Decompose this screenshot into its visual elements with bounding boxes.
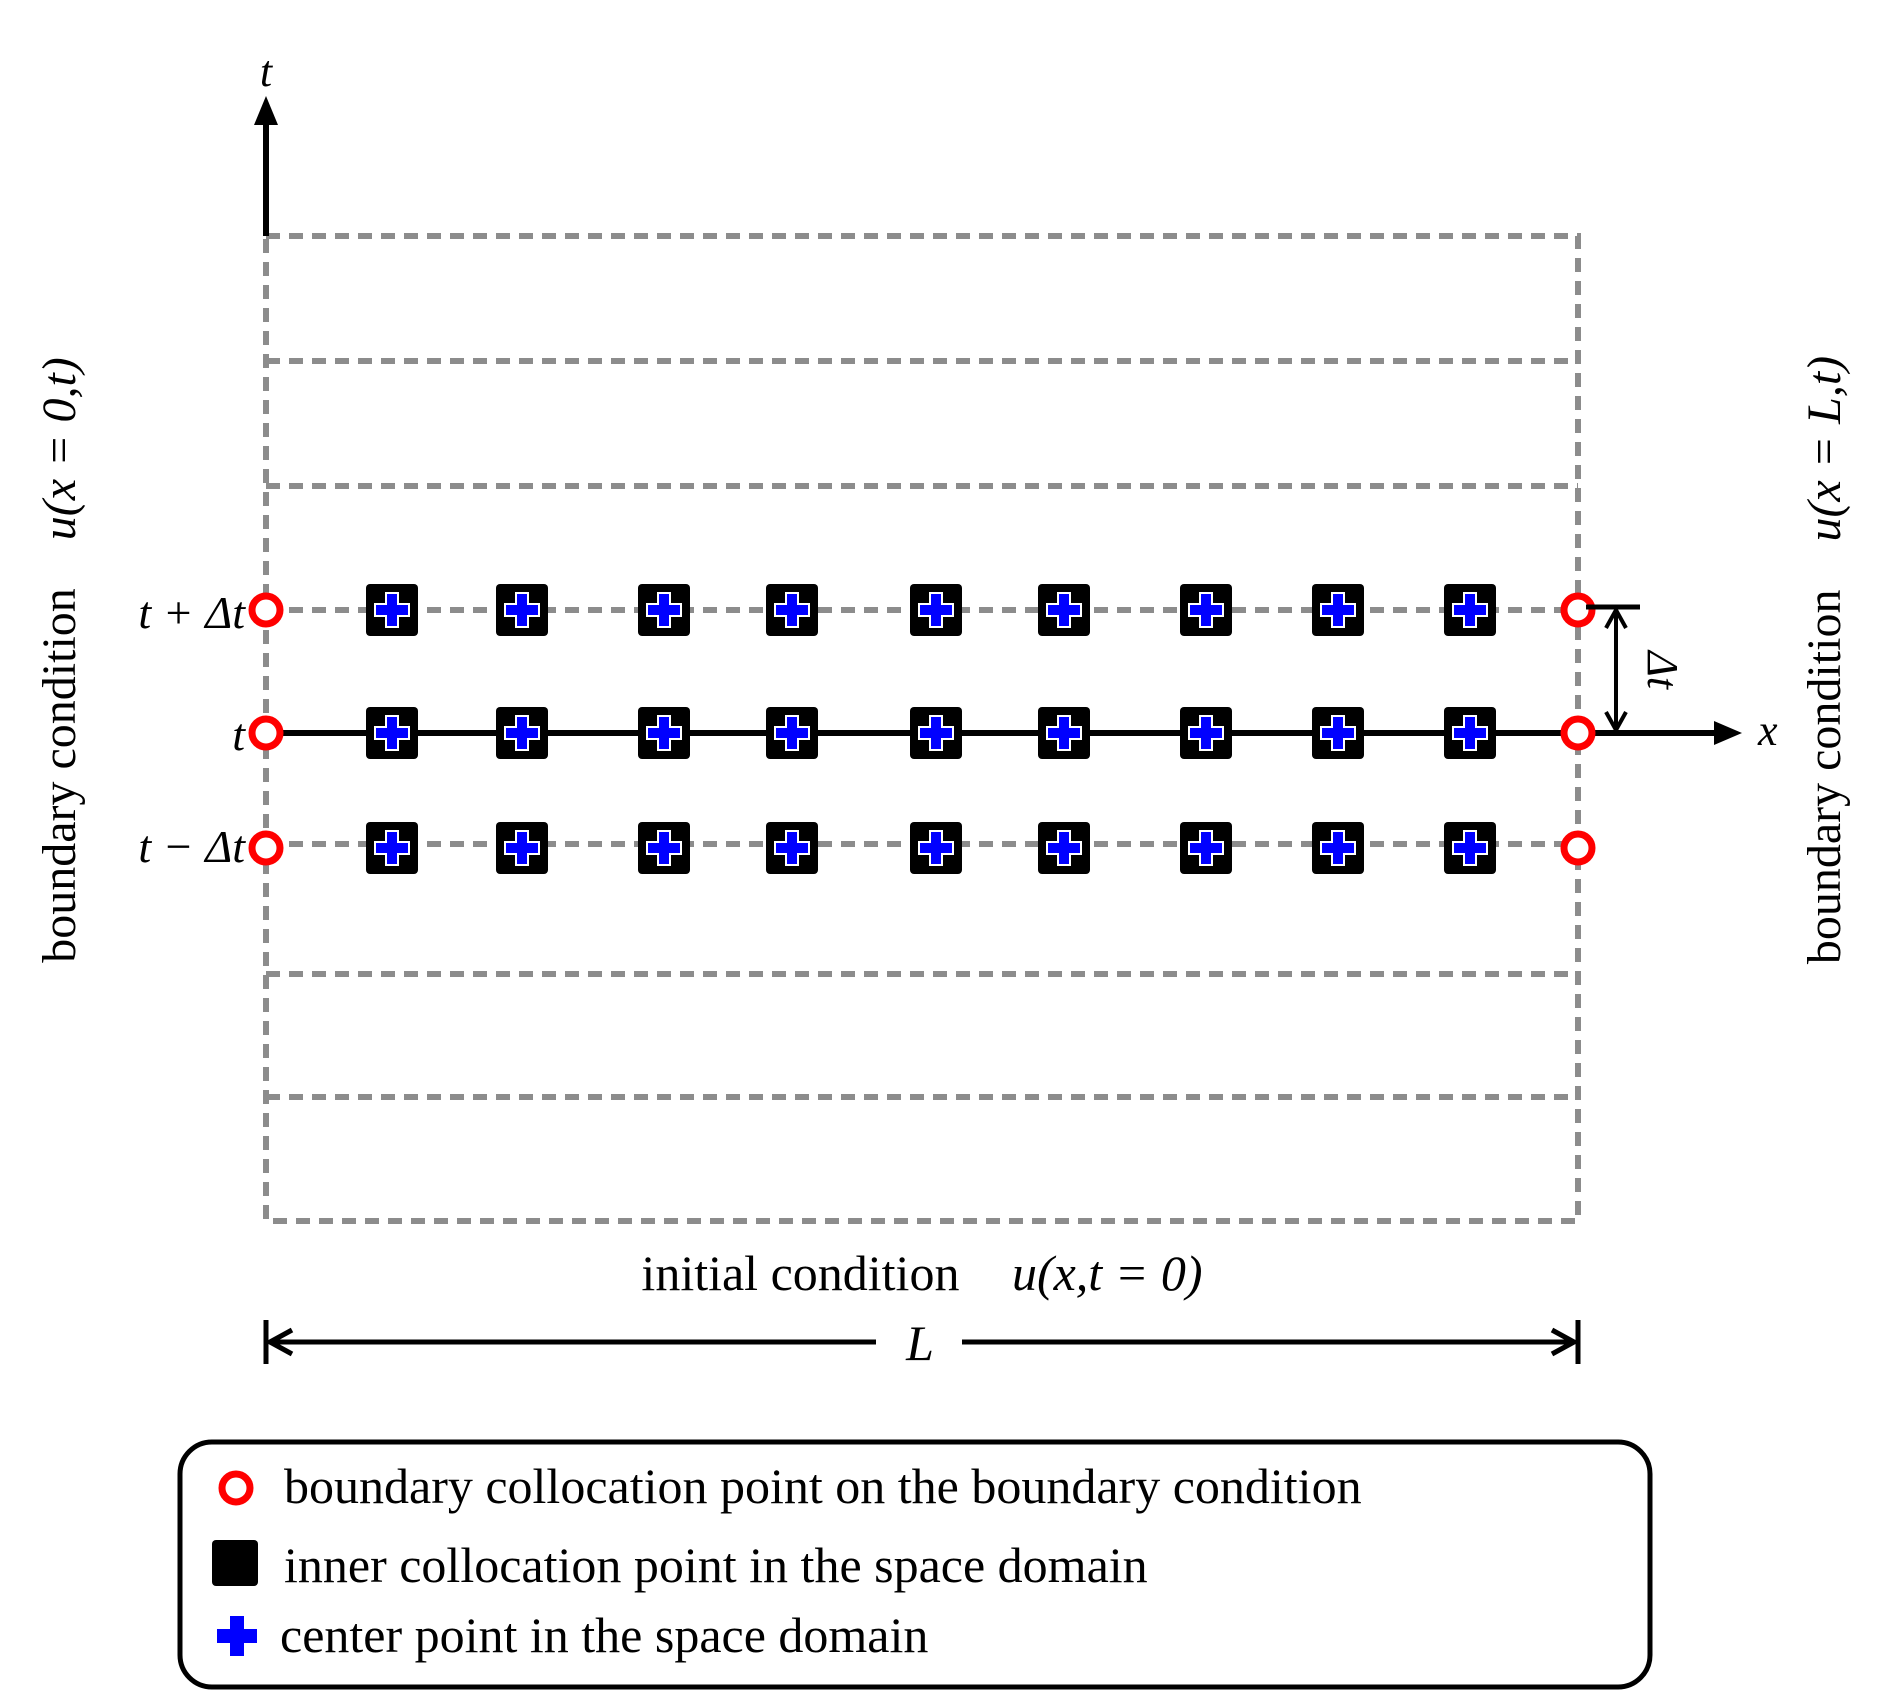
center-point-lower xyxy=(774,830,810,866)
center-point-lower xyxy=(646,830,682,866)
right-boundary-label: boundary condition u(x = L,t) xyxy=(1798,356,1851,964)
right-bc-formula: u(x = L,t) xyxy=(1798,356,1851,542)
boundary-point-lower-right xyxy=(1560,830,1596,866)
center-point-middle xyxy=(1188,715,1224,751)
center-point-lower xyxy=(1320,830,1356,866)
svg-text:boundary condition u(x =: boundary condition u(x = L,t) xyxy=(1798,356,1851,964)
legend: boundary collocation point on the bounda… xyxy=(177,1439,1653,1690)
delta-arrow-up-icon xyxy=(1604,605,1628,629)
center-point-upper xyxy=(504,592,540,628)
center-point-middle xyxy=(1452,715,1488,751)
center-point-middle xyxy=(504,715,540,751)
center-point-upper xyxy=(774,592,810,628)
initial-condition-label: initial condition u(x,t = 0) xyxy=(641,1245,1202,1301)
legend-label-inner: inner collocation point in the space dom… xyxy=(284,1537,1148,1593)
center-point-middle xyxy=(1046,715,1082,751)
legend-label-boundary: boundary collocation point on the bounda… xyxy=(284,1458,1362,1514)
center-point-middle xyxy=(918,715,954,751)
length-dimension: L xyxy=(263,1315,1581,1371)
center-point-middle xyxy=(774,715,810,751)
center-point-middle xyxy=(646,715,682,751)
row-label-lower: t − Δt xyxy=(138,821,246,872)
length-arrow-left-icon xyxy=(264,1327,294,1357)
center-point-upper xyxy=(1188,592,1224,628)
center-point-lower xyxy=(1188,830,1224,866)
x-axis-arrowhead xyxy=(1714,721,1742,745)
legend-plus-icon xyxy=(217,1616,257,1656)
center-point-middle xyxy=(374,715,410,751)
center-point-lower xyxy=(374,830,410,866)
svg-text:boundary condition u(x =: boundary condition u(x = 0,t) xyxy=(33,357,86,963)
boundary-point-lower-left xyxy=(248,830,284,866)
legend-circle-icon xyxy=(218,1470,254,1506)
center-point-upper xyxy=(1046,592,1082,628)
x-axis-label: x xyxy=(1757,706,1778,755)
collocation-points xyxy=(248,584,1596,874)
center-point-lower xyxy=(1046,830,1082,866)
t-axis-label: t xyxy=(260,47,274,96)
center-point-lower xyxy=(1452,830,1488,866)
delta-arrow-down-icon xyxy=(1604,711,1628,735)
initial-condition-text: initial condition xyxy=(641,1245,959,1301)
right-bc-text: boundary condition xyxy=(1798,590,1851,965)
center-point-upper xyxy=(374,592,410,628)
left-boundary-label: boundary condition u(x = 0,t) xyxy=(33,357,86,963)
length-label: L xyxy=(905,1315,934,1371)
delta-t-label: Δt xyxy=(1638,649,1687,691)
center-point-lower xyxy=(918,830,954,866)
center-point-lower xyxy=(504,830,540,866)
boundary-point-middle-right xyxy=(1560,715,1596,751)
legend-label-center: center point in the space domain xyxy=(280,1607,928,1663)
left-bc-text: boundary condition xyxy=(33,588,86,963)
center-point-upper xyxy=(1320,592,1356,628)
boundary-point-upper-left xyxy=(248,592,284,628)
row-label-upper: t + Δt xyxy=(138,587,246,638)
length-arrow-right-icon xyxy=(1550,1327,1580,1357)
boundary-point-middle-left xyxy=(248,715,284,751)
center-point-upper xyxy=(1452,592,1488,628)
legend-square-icon xyxy=(212,1540,258,1586)
center-point-upper xyxy=(918,592,954,628)
initial-condition-formula: u(x,t = 0) xyxy=(1012,1245,1203,1301)
boundary-point-upper-right xyxy=(1560,592,1596,628)
left-bc-formula: u(x = 0,t) xyxy=(33,357,86,540)
legend-box xyxy=(177,1439,1653,1690)
center-point-middle xyxy=(1320,715,1356,751)
center-point-upper xyxy=(646,592,682,628)
delta-t-marker: Δt xyxy=(1586,604,1687,735)
row-label-middle: t xyxy=(232,709,246,760)
t-axis-arrowhead xyxy=(254,96,278,125)
